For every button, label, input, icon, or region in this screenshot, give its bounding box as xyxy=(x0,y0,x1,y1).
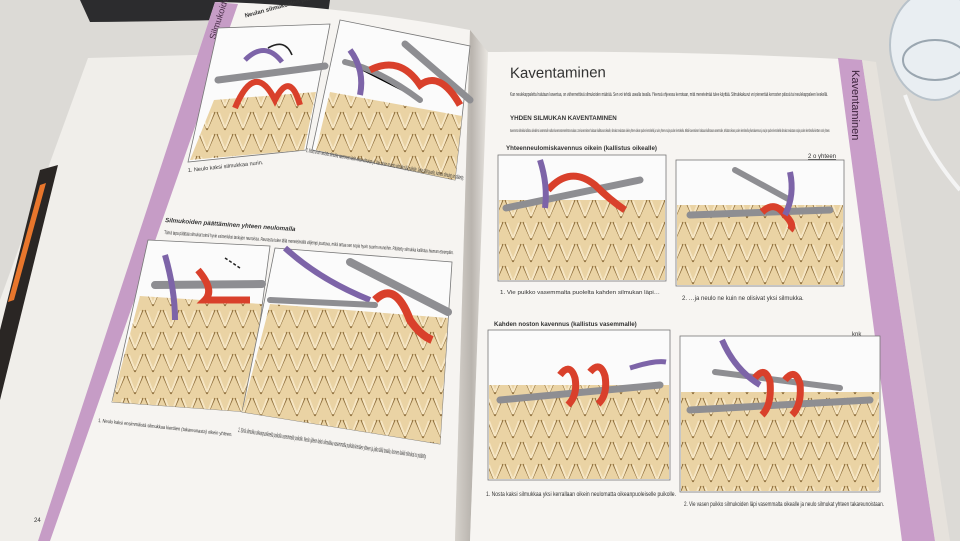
cover-orange-strip xyxy=(8,183,46,302)
right-caption-2: 2. …ja neulo ne kuin ne olisivat yksi si… xyxy=(682,296,804,302)
right-section-heading: YHDEN SILMUKAN KAVENTAMINEN xyxy=(510,115,617,122)
right-sub1-abbrev: 2 o yhteen xyxy=(808,154,836,160)
left-illustration-2 xyxy=(311,19,474,181)
right-sub2-heading: Kahden noston kavennus (kallistus vasemm… xyxy=(494,321,637,328)
right-illustration-2 xyxy=(675,159,845,287)
right-illustration-4 xyxy=(679,335,881,493)
right-caption-1: 1. Vie puikko vasemmalta puolelta kahden… xyxy=(500,290,660,296)
left-page-number: 24 xyxy=(34,518,41,524)
right-caption-4: 2. Vie vasen puikko silmukoiden läpi vas… xyxy=(684,501,884,508)
book-cover-edge xyxy=(0,165,58,400)
glass-object xyxy=(889,0,960,101)
left-illustration-3 xyxy=(111,239,271,413)
right-caption-3: 1. Nosta kaksi silmukkaa yksi kerrallaan… xyxy=(486,491,676,498)
left-side-tab xyxy=(38,2,238,541)
cable xyxy=(903,94,960,192)
right-side-tab xyxy=(838,58,935,541)
spine-shadow xyxy=(455,30,488,541)
right-title: Kaventaminen xyxy=(510,64,606,82)
right-illustration-1 xyxy=(497,154,667,282)
right-page-edge xyxy=(862,60,950,541)
right-section-text: Kavennettu silmukka kallistuu oikealle t… xyxy=(510,128,830,134)
right-sub1-heading: Yhteenneulomiskavennus oikein (kallistus… xyxy=(506,145,657,152)
right-sub2-abbrev: knk xyxy=(852,332,862,338)
right-intro: Kun neulekappaletta halutaan kaventaa, o… xyxy=(510,92,828,98)
right-side-tab-label: Kaventaminen xyxy=(849,70,861,140)
glass-object-rim xyxy=(902,39,960,81)
left-illustration-1 xyxy=(187,23,331,163)
left-illustration-4 xyxy=(241,245,453,445)
right-illustration-3 xyxy=(487,329,671,481)
